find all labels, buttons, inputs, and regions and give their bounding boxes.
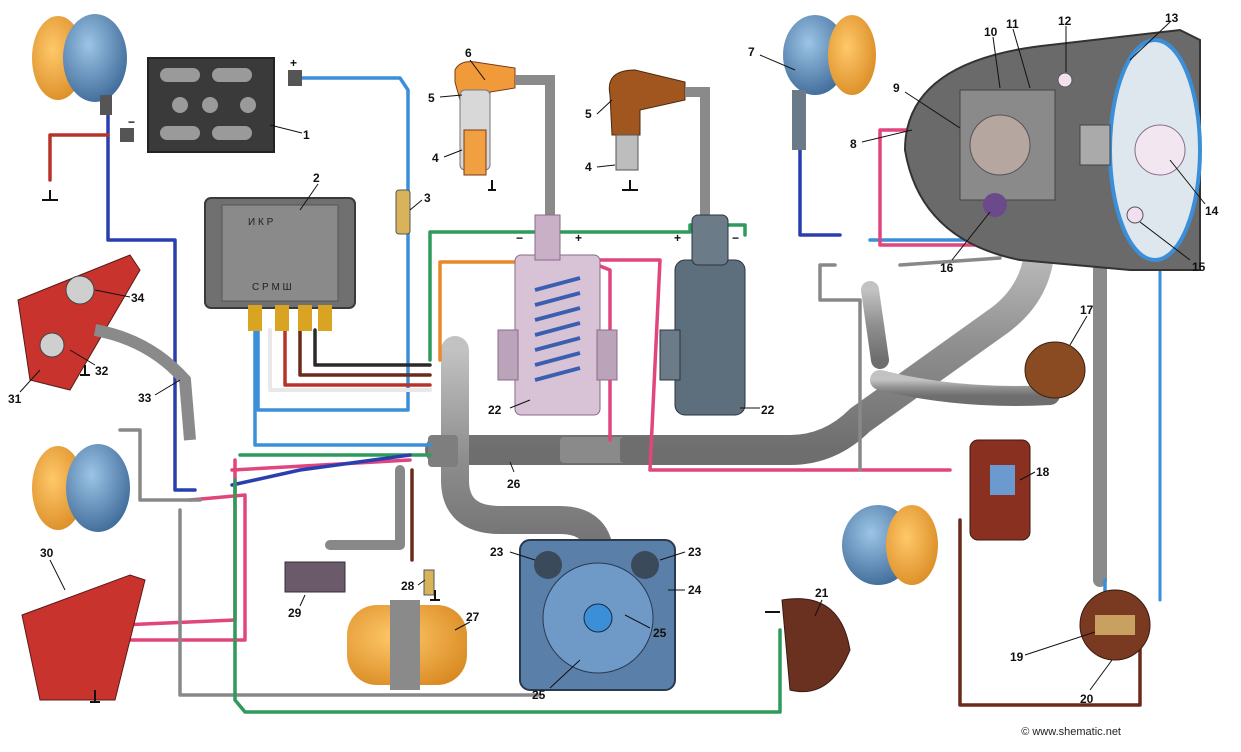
callout-25-left: 25 xyxy=(532,688,546,702)
callout-22-right: 22 xyxy=(761,403,775,417)
callout-24: 24 xyxy=(688,583,702,597)
callout-19: 19 xyxy=(1010,650,1024,664)
callout-26: 26 xyxy=(507,477,521,491)
callout-8: 8 xyxy=(850,137,857,151)
callout-5-left: 5 xyxy=(428,91,435,105)
spark-plug-cap-left xyxy=(454,61,555,215)
switch-29 xyxy=(284,561,346,593)
copyright-text: © www.shematic.net xyxy=(1021,726,1121,738)
turn-signal-front-left xyxy=(32,14,127,115)
callout-18: 18 xyxy=(1036,465,1050,479)
harness-sleeves xyxy=(428,435,650,467)
turn-signal-rear-right xyxy=(842,505,938,585)
ignition-coil-left xyxy=(497,214,618,416)
callout-21: 21 xyxy=(815,586,829,600)
callout-2: 2 xyxy=(313,171,320,185)
coil-left-minus: − xyxy=(516,231,523,245)
callout-22-left: 22 xyxy=(488,403,502,417)
voltage-regulator xyxy=(204,197,356,331)
callout-6: 6 xyxy=(465,46,472,60)
callout-16: 16 xyxy=(940,261,954,275)
callout-11: 11 xyxy=(1006,17,1019,31)
callout-12: 12 xyxy=(1058,14,1072,28)
callout-13: 13 xyxy=(1165,11,1179,25)
callout-labels: 1 2 3 4 4 5 5 6 7 8 9 10 11 12 13 14 15 … xyxy=(8,11,1219,706)
callout-7: 7 xyxy=(748,45,755,59)
callout-32: 32 xyxy=(95,364,109,378)
callout-15: 15 xyxy=(1192,260,1206,274)
callout-4-left: 4 xyxy=(432,151,439,165)
callout-9: 9 xyxy=(893,81,900,95)
callout-23-right: 23 xyxy=(688,545,702,559)
callout-10: 10 xyxy=(984,25,998,39)
wires xyxy=(48,76,1162,714)
turn-signal-front-right xyxy=(783,15,876,150)
turn-signal-rear-left xyxy=(32,444,130,532)
switch-19-20 xyxy=(1079,589,1151,661)
callout-20: 20 xyxy=(1080,692,1094,706)
stop-switch-18 xyxy=(969,439,1031,541)
callout-28: 28 xyxy=(401,579,415,593)
ground-symbols xyxy=(42,180,780,703)
battery xyxy=(120,57,302,153)
regulator-text-top: И К Р xyxy=(248,217,274,228)
callout-4-right: 4 xyxy=(585,160,592,174)
callout-5-right: 5 xyxy=(585,107,592,121)
horn-27 xyxy=(347,600,467,690)
battery-minus-mark: − xyxy=(128,115,135,129)
tail-light-30 xyxy=(21,574,146,701)
lamp-21 xyxy=(781,598,851,693)
callout-27: 27 xyxy=(466,610,480,624)
coil-right-plus: + xyxy=(674,231,681,245)
relay-17 xyxy=(1024,341,1086,399)
tail-light-31 xyxy=(17,254,196,441)
callout-14: 14 xyxy=(1205,204,1219,218)
callout-34: 34 xyxy=(131,291,145,305)
callout-23-left: 23 xyxy=(490,545,504,559)
coil-left-plus: + xyxy=(575,231,582,245)
sensor-28 xyxy=(423,569,435,596)
callout-30: 30 xyxy=(40,546,54,560)
callout-25-right: 25 xyxy=(653,626,667,640)
distributor xyxy=(519,539,676,691)
callout-17: 17 xyxy=(1080,303,1094,317)
coil-right-minus: − xyxy=(732,231,739,245)
battery-plus-mark: + xyxy=(290,56,297,70)
spark-plug-cap-right xyxy=(608,69,710,215)
callout-3: 3 xyxy=(424,191,431,205)
callout-31: 31 xyxy=(8,392,22,406)
callout-33: 33 xyxy=(138,391,152,405)
regulator-text-bottom: С Р М Ш xyxy=(252,282,292,293)
fuse xyxy=(395,189,411,235)
ignition-coil-right xyxy=(659,214,746,416)
callout-1: 1 xyxy=(303,128,310,142)
callout-29: 29 xyxy=(288,606,302,620)
headlight-housing xyxy=(903,28,1202,271)
